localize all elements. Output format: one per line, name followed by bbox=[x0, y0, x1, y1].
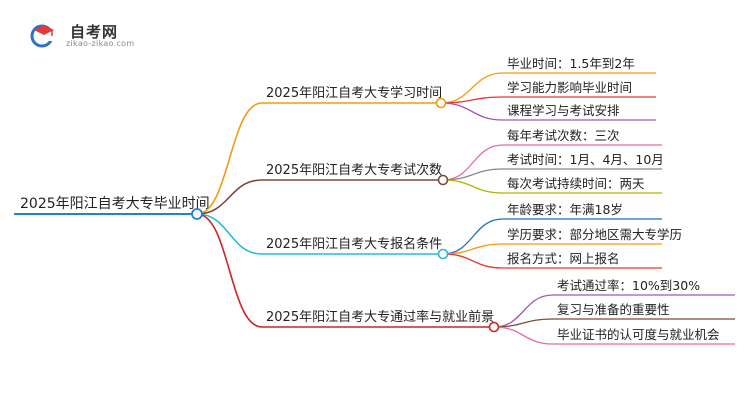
branch-label: 2025年阳江自考大专学习时间 bbox=[266, 85, 442, 101]
child-connector bbox=[442, 144, 504, 181]
child-connector bbox=[440, 102, 504, 121]
graduation-cap-icon bbox=[30, 24, 54, 48]
branch-node[interactable] bbox=[437, 248, 449, 260]
site-logo[interactable]: 自考网 zikao-zikao.com bbox=[30, 20, 170, 52]
branch-connector bbox=[196, 102, 263, 215]
root-node-label: 2025年阳江自考大专毕业时间 bbox=[20, 196, 210, 212]
child-connector bbox=[440, 96, 504, 104]
child-label: 学历要求：部分地区需大专学历 bbox=[507, 227, 682, 242]
logo-name: 自考网 bbox=[70, 23, 119, 41]
branch-label: 2025年阳江自考大专报名条件 bbox=[266, 236, 442, 252]
logo-domain: zikao-zikao.com bbox=[66, 39, 135, 48]
child-connector bbox=[440, 72, 504, 104]
child-label: 学习能力影响毕业时间 bbox=[507, 80, 632, 95]
child-connector bbox=[493, 294, 554, 328]
child-label: 报名方式：网上报名 bbox=[507, 251, 620, 266]
branch-node[interactable] bbox=[437, 174, 449, 186]
child-label: 每年考试次数：三次 bbox=[507, 128, 620, 143]
child-label: 考试通过率：10%到30% bbox=[557, 278, 700, 293]
child-connector bbox=[493, 326, 554, 345]
branch-connector bbox=[196, 213, 263, 328]
child-label: 年龄要求：年满18岁 bbox=[507, 202, 623, 217]
child-label: 毕业证书的认可度与就业机会 bbox=[557, 327, 720, 342]
child-label: 复习与准备的重要性 bbox=[557, 302, 670, 317]
branch-label: 2025年阳江自考大专考试次数 bbox=[266, 162, 442, 178]
branch-node[interactable] bbox=[488, 321, 500, 333]
child-label: 每次考试持续时间：两天 bbox=[507, 176, 645, 191]
branch-label: 2025年阳江自考大专通过率与就业前景 bbox=[266, 309, 494, 325]
child-label: 考试时间：1月、4月、10月 bbox=[507, 152, 664, 167]
child-connector bbox=[442, 179, 504, 194]
child-connector bbox=[442, 253, 504, 269]
child-label: 课程学习与考试安排 bbox=[507, 103, 620, 118]
branch-connector bbox=[196, 179, 263, 215]
child-label: 毕业时间：1.5年到2年 bbox=[507, 56, 635, 71]
branch-node[interactable] bbox=[435, 97, 447, 109]
root-node[interactable] bbox=[191, 208, 203, 220]
branch-connector bbox=[196, 213, 263, 255]
